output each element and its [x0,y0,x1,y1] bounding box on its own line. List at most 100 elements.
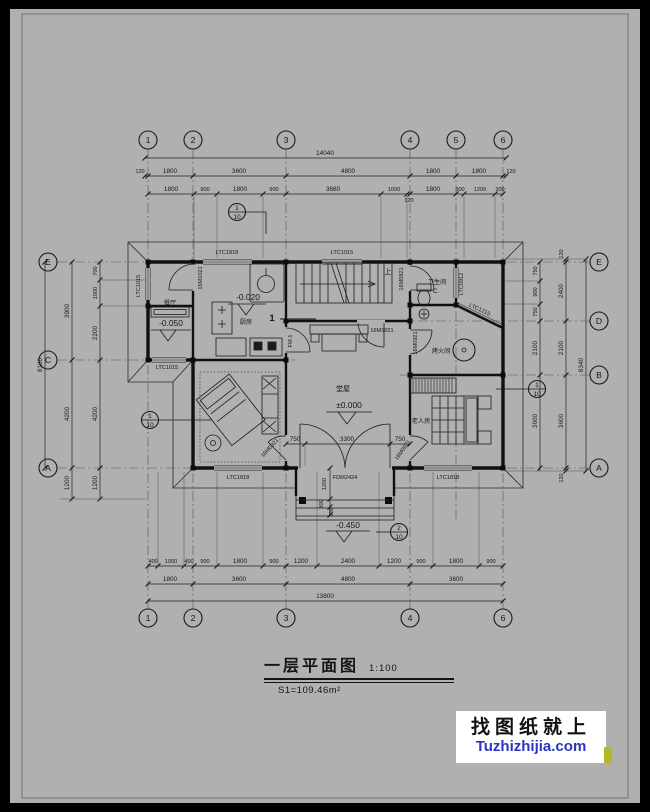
watermark-site-link[interactable]: Tuzhizhijia.com [475,738,587,756]
grid-bubble-label: 2 [191,613,196,623]
drawing-scale: 1:100 [369,663,398,674]
grid-bubble-label: E [45,257,51,267]
level-dining: -0.050 [159,318,183,328]
door-label: 16M0821 [399,267,405,290]
grid-bubble-label: E [596,257,602,267]
dim-label: 2100 [532,340,539,355]
detail-number: 1 [235,205,239,212]
dim-label: 1800 [233,186,248,193]
dim-label: 1800 [472,168,487,175]
level-hall: ±0.000 [336,400,362,410]
dim-label: 900 [200,559,209,565]
room-label-bathroom: 卫生间 [428,278,447,286]
grid-bubble-label: D [596,316,602,326]
door-label: 16M1021 [198,266,204,289]
grid-bubble-label: 2 [191,135,196,145]
extension-lines [60,196,586,566]
detail-sheet: 10 [233,214,241,221]
dim-label: 1800 [426,186,441,193]
dim-label: 3600 [232,576,247,583]
dim-label: 750 [533,266,539,275]
dim-label: 1200 [322,478,328,490]
dim-label: 3900 [64,303,71,318]
dim-label: 1000 [93,287,99,299]
watermark-accent [604,747,612,763]
dim-label: 120 [506,169,515,175]
detail-number: 2 [397,525,401,532]
doors [168,263,435,471]
level-porch: -0.450 [336,520,360,530]
entrance-porch [294,468,396,521]
dim-label: 2200 [92,325,99,340]
grid-bubble-label: A [45,463,51,473]
dim-label: 1200 [387,558,402,565]
watermark: 找图纸就上 Tuzhizhijia.com [456,711,606,763]
dim-label: 750 [395,436,406,443]
room-label-elder-room: 老人房 [412,417,431,425]
dim-label: 2400 [558,283,565,298]
drawing-paper [10,9,640,803]
dim-label: 120 [404,198,413,204]
level-kitchen: -0.020 [236,292,260,302]
window-label: LTC1818 [437,475,460,481]
dimension-lines [44,157,587,602]
dim-label: 120 [135,169,144,175]
dimension-ticks [42,155,589,604]
grid-bubble-label: 3 [284,613,289,623]
dim-label: 1800 [233,558,248,565]
dim-label: 900 [533,287,539,296]
section-number: 1 [269,313,275,324]
grid-bubble-label: 4 [408,135,413,145]
grid-bubble-label: A [596,463,602,473]
stair-up-label: 上 [385,267,392,276]
watermark-text: 找图纸就上 [470,717,591,739]
dim-label: 1200 [294,558,309,565]
dim-label: 14040 [316,150,334,157]
dim-label: 4800 [341,168,356,175]
detail-number: 1 [148,413,152,420]
dim-label: 1000 [388,187,400,193]
dim-label: 1000 [165,559,177,565]
dim-label: 700 [93,266,99,275]
window-label: LTC1015 [156,365,179,371]
room-label-hall: 堂屋 [336,384,350,393]
dim-label: 750 [533,307,539,316]
dim-label: 2100 [558,340,565,355]
dim-label: 1800 [164,186,179,193]
detail-bubbles: 1 10 1 10 1 10 2 10 [140,202,547,542]
dim-label: 1800 [449,558,464,565]
detail-sheet: 10 [533,391,541,398]
interior-walls [148,262,504,468]
window-label: LTC1015 [331,250,354,256]
grid-bubble-label: C [45,355,51,365]
detail-sheet: 10 [146,422,154,429]
exterior-walls [146,260,505,470]
dim-label: 4200 [64,406,71,421]
eave-outline [127,241,524,489]
windows [145,259,502,471]
grid-lines [57,149,590,609]
dim-label: 3680 [326,186,341,193]
window-label: LTC1818 [216,250,239,256]
dim-label: 3600 [449,576,464,583]
window-label: LTC1015 [136,275,142,298]
drawing-area: S1=109.46m² [278,685,341,696]
dim-label: 4800 [341,576,356,583]
dim-label: 1200 [92,475,99,490]
dim-label: 1800 [426,168,441,175]
dim-label: 900 [416,559,425,565]
dim-label: 300 [455,187,464,193]
dim-label: 3600 [232,168,247,175]
grid-bubble-label: 6 [501,135,506,145]
dim-label: 1800 [163,168,178,175]
dim-label: 300 [495,187,504,193]
dim-label: 120 [559,473,565,482]
door-label: 16M1021 [370,328,393,334]
grid-bubble-label: 3 [284,135,289,145]
section-mark: 1 [269,313,316,324]
dim-label: 1200 [64,475,71,490]
dim-label: 120 [559,249,565,258]
door-label: 16M0921 [413,331,419,354]
detail-sheet: 10 [395,534,403,541]
